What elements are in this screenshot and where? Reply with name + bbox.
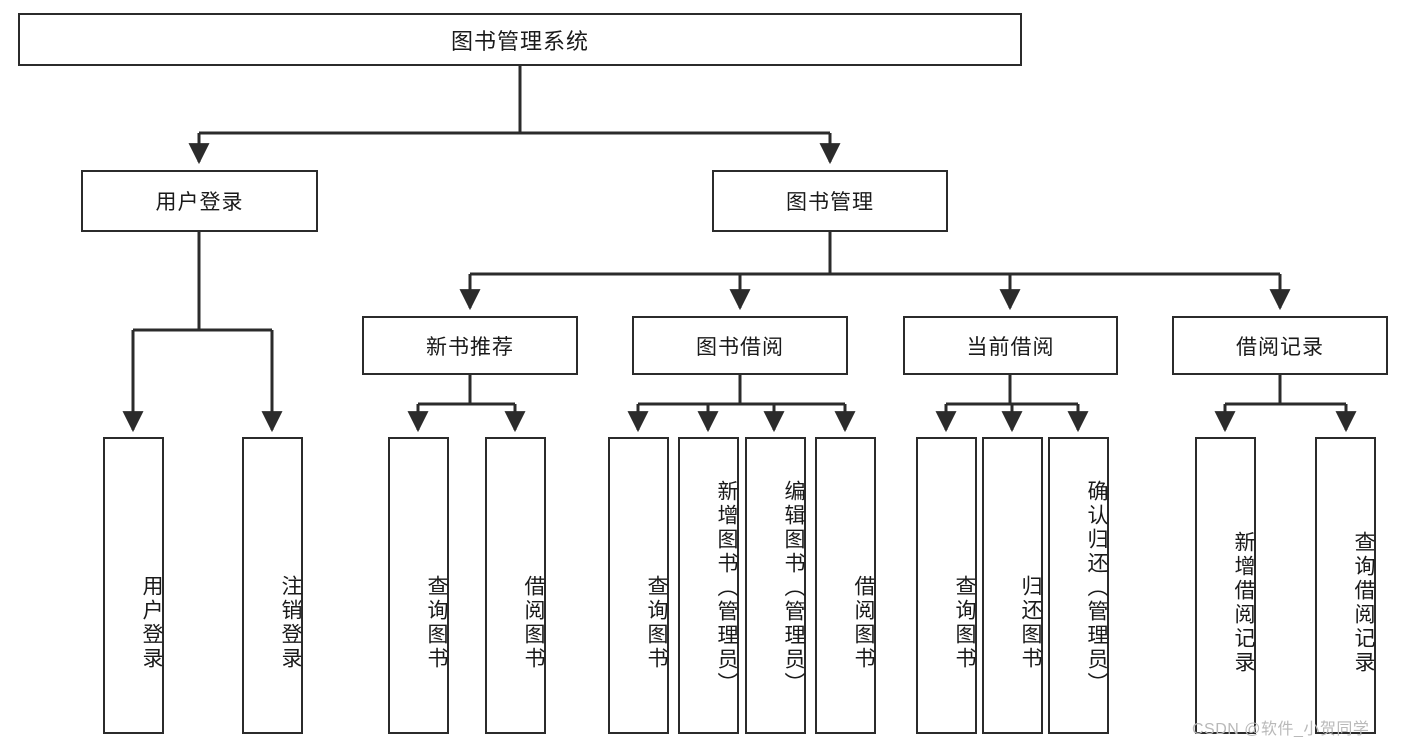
node-current-borrow[interactable]: 当前借阅 xyxy=(903,316,1118,375)
leaf-query-record[interactable]: 查询借阅记录 xyxy=(1315,437,1376,734)
csdn-watermark: CSDN @软件_小贺同学 xyxy=(1192,721,1370,738)
leaf-query-book-3-label: 查询图书 xyxy=(953,574,976,671)
leaf-return-book[interactable]: 归还图书 xyxy=(982,437,1043,734)
node-book-management-label: 图书管理 xyxy=(786,191,874,214)
leaf-borrow-book-2[interactable]: 借阅图书 xyxy=(815,437,876,734)
leaf-add-record-label: 新增借阅记录 xyxy=(1232,530,1255,675)
node-book-borrow-label: 图书借阅 xyxy=(696,335,784,359)
leaf-user-login[interactable]: 用户登录 xyxy=(103,437,164,734)
leaf-borrow-book-1-label: 借阅图书 xyxy=(522,574,545,671)
leaf-confirm-return-label: 确认归还（管理员） xyxy=(1085,479,1108,696)
leaf-add-record[interactable]: 新增借阅记录 xyxy=(1195,437,1256,734)
leaf-edit-book[interactable]: 编辑图书（管理员） xyxy=(745,437,806,734)
node-borrow-record-label: 借阅记录 xyxy=(1236,335,1324,359)
leaf-confirm-return[interactable]: 确认归还（管理员） xyxy=(1048,437,1109,734)
leaf-borrow-book-1[interactable]: 借阅图书 xyxy=(485,437,546,734)
node-root-label: 图书管理系统 xyxy=(450,28,589,54)
node-root[interactable]: 图书管理系统 xyxy=(18,13,1022,66)
leaf-user-login-label: 用户登录 xyxy=(140,574,163,671)
leaf-add-book[interactable]: 新增图书（管理员） xyxy=(678,437,739,734)
leaf-query-book-2[interactable]: 查询图书 xyxy=(608,437,669,734)
leaf-logout-login-label: 注销登录 xyxy=(279,574,302,671)
leaf-edit-book-label: 编辑图书（管理员） xyxy=(782,479,805,696)
leaf-query-book-2-label: 查询图书 xyxy=(645,574,668,671)
node-user-login[interactable]: 用户登录 xyxy=(81,170,318,232)
leaf-logout-login[interactable]: 注销登录 xyxy=(242,437,303,734)
node-book-management[interactable]: 图书管理 xyxy=(712,170,948,232)
node-new-book-recommend[interactable]: 新书推荐 xyxy=(362,316,578,375)
leaf-return-book-label: 归还图书 xyxy=(1019,574,1042,671)
leaf-borrow-book-2-label: 借阅图书 xyxy=(852,574,875,671)
node-book-borrow[interactable]: 图书借阅 xyxy=(632,316,848,375)
node-current-borrow-label: 当前借阅 xyxy=(966,335,1055,359)
leaf-query-book-1-label: 查询图书 xyxy=(425,574,448,671)
node-user-login-label: 用户登录 xyxy=(155,191,244,214)
leaf-query-book-1[interactable]: 查询图书 xyxy=(388,437,449,734)
leaf-add-book-label: 新增图书（管理员） xyxy=(715,479,738,696)
node-new-book-recommend-label: 新书推荐 xyxy=(426,335,514,359)
leaf-query-book-3[interactable]: 查询图书 xyxy=(916,437,977,734)
node-borrow-record[interactable]: 借阅记录 xyxy=(1172,316,1388,375)
leaf-query-record-label: 查询借阅记录 xyxy=(1352,530,1375,675)
